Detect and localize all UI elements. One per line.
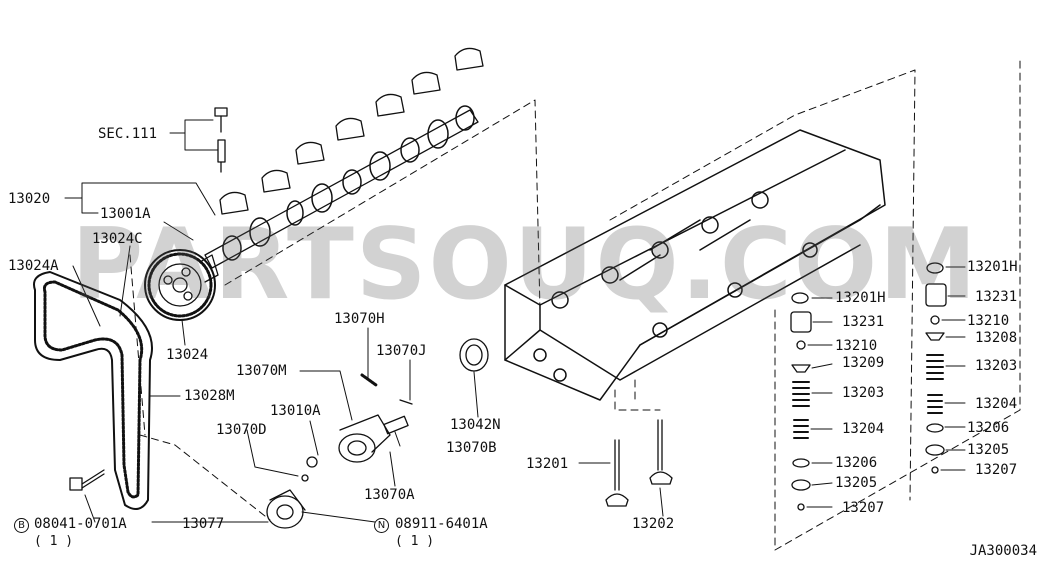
label-13203-mid[interactable]: 13203 <box>842 385 885 401</box>
diagram-id: JA300034 <box>969 543 1037 559</box>
label-13028m[interactable]: 13028M <box>184 388 235 404</box>
camshaft-sprocket <box>144 249 219 321</box>
label-13201[interactable]: 13201 <box>526 456 569 472</box>
label-13204-mid[interactable]: 13204 <box>842 421 885 437</box>
label-13042n[interactable]: 13042N <box>450 417 501 433</box>
label-13207-mid[interactable]: 13207 <box>842 500 885 516</box>
valve-train-right <box>925 262 947 474</box>
bearing-caps <box>219 47 484 215</box>
cylinder-head <box>504 129 886 401</box>
label-13070d[interactable]: 13070D <box>216 422 267 438</box>
valves <box>605 419 673 507</box>
label-sec-111[interactable]: SEC.111 <box>98 126 158 142</box>
bolt-08041 <box>69 469 105 491</box>
tensioner-assembly <box>301 373 413 482</box>
label-13010a[interactable]: 13010A <box>270 403 321 419</box>
label-13070h[interactable]: 13070H <box>334 311 385 327</box>
quantity-08041: ( 1 ) <box>34 534 74 549</box>
label-13001a[interactable]: 13001A <box>100 206 151 222</box>
oil-seal <box>459 338 489 372</box>
label-13206-right[interactable]: 13206 <box>967 420 1010 436</box>
label-13210-mid[interactable]: 13210 <box>835 338 878 354</box>
label-13206-mid[interactable]: 13206 <box>835 455 878 471</box>
label-13024c[interactable]: 13024C <box>92 231 143 247</box>
label-13201h-right[interactable]: 13201H <box>967 259 1018 275</box>
label-13020[interactable]: 13020 <box>8 191 51 207</box>
label-13231-right[interactable]: 13231 <box>975 289 1018 305</box>
label-13024a[interactable]: 13024A <box>8 258 59 274</box>
label-13207-right[interactable]: 13207 <box>975 462 1018 478</box>
label-13210-right[interactable]: 13210 <box>967 313 1010 329</box>
label-13070a[interactable]: 13070A <box>364 487 415 503</box>
label-08041-0701a[interactable]: 08041-0701A <box>34 516 127 532</box>
dashed-guide-lines <box>129 59 1021 551</box>
label-13070b[interactable]: 13070B <box>446 440 497 456</box>
label-13070m[interactable]: 13070M <box>236 363 287 379</box>
label-13205-right[interactable]: 13205 <box>967 442 1010 458</box>
sec111-bolts <box>214 107 228 173</box>
label-13201h-mid[interactable]: 13201H <box>835 290 886 306</box>
label-13231-mid[interactable]: 13231 <box>842 314 885 330</box>
label-13024[interactable]: 13024 <box>166 347 209 363</box>
idler-pulley <box>266 489 306 529</box>
valve-train-middle <box>790 292 812 511</box>
quantity-08911: ( 1 ) <box>395 534 435 549</box>
camshaft <box>204 105 479 269</box>
leader-lines <box>64 119 966 523</box>
label-13209[interactable]: 13209 <box>842 355 885 371</box>
label-13205-mid[interactable]: 13205 <box>835 475 878 491</box>
timing-belt <box>33 271 153 510</box>
nut-type-n-badge: N <box>374 518 389 533</box>
label-13208[interactable]: 13208 <box>975 330 1018 346</box>
label-08911-6401a[interactable]: 08911-6401A <box>395 516 488 532</box>
bolt-type-b-badge: B <box>14 518 29 533</box>
label-13203-right[interactable]: 13203 <box>975 358 1018 374</box>
label-13202[interactable]: 13202 <box>632 516 675 532</box>
label-13070j[interactable]: 13070J <box>376 343 427 359</box>
label-13077[interactable]: 13077 <box>182 516 225 532</box>
label-13204-right[interactable]: 13204 <box>975 396 1018 412</box>
